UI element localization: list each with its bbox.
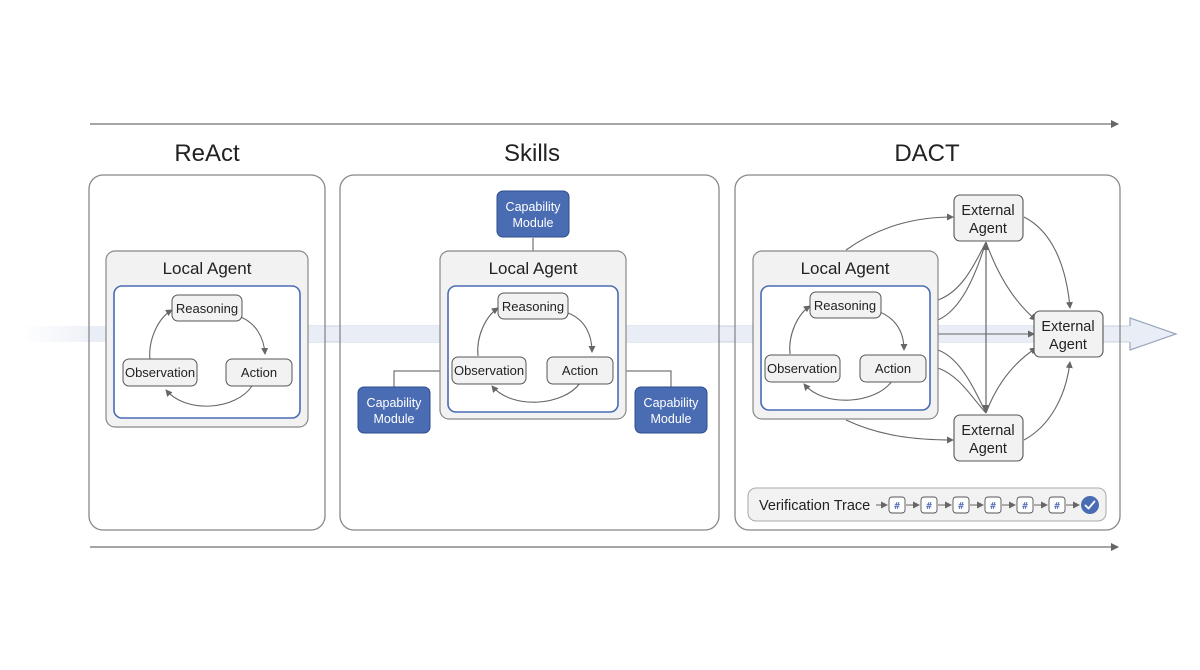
hash-step: # [984, 496, 1002, 514]
reasoning-label: Reasoning [814, 298, 876, 313]
capability-label-line2: Module [513, 216, 554, 230]
hash-step: # [888, 496, 906, 514]
flow-band-fade [20, 326, 110, 342]
local-agent-react: Local Agent Reasoning Observation Action [105, 250, 309, 428]
external-agent-label-line1: External [961, 423, 1014, 439]
external-agent-label-line2: Agent [1049, 337, 1087, 353]
external-agent-label-line1: External [1041, 319, 1094, 335]
capability-label-line1: Capability [367, 396, 423, 410]
loop-arrow [237, 315, 269, 355]
observation-node [764, 354, 841, 383]
observation-label: Observation [125, 365, 195, 380]
reasoning-label: Reasoning [176, 301, 238, 316]
capability-label-line2: Module [374, 412, 415, 426]
observation-node [451, 356, 527, 385]
hash-step-label: # [958, 501, 964, 512]
panel-dact [734, 174, 1121, 531]
loop-arrow [477, 307, 499, 357]
panel-title-dact: DACT [894, 140, 960, 167]
loop-arrow [879, 311, 908, 351]
reasoning-label: Reasoning [502, 299, 564, 314]
connector-line [626, 370, 672, 387]
hash-step-label: # [990, 501, 996, 512]
external-agent-label-line2: Agent [969, 441, 1007, 457]
loop-arrow [803, 380, 893, 401]
local-agent-dact: Local Agent Reasoning Observation Action [752, 250, 939, 420]
capability-module-left: Capability Module [357, 386, 431, 434]
observation-label: Observation [767, 361, 837, 376]
hash-step: # [1016, 496, 1034, 514]
external-agent-label-line2: Agent [969, 221, 1007, 237]
action-node [546, 356, 614, 385]
capability-module-top: Capability Module [496, 190, 570, 238]
external-agent-right: External Agent [1033, 310, 1104, 358]
loop-arrow [491, 382, 581, 403]
local-agent-title: Local Agent [801, 259, 890, 278]
observation-label: Observation [454, 363, 524, 378]
capability-label-line1: Capability [506, 200, 562, 214]
hash-step: # [1048, 496, 1066, 514]
panel-title-react: ReAct [174, 140, 240, 167]
reasoning-node [809, 291, 882, 319]
local-agent-title: Local Agent [489, 259, 578, 278]
panel-skills [339, 174, 720, 531]
check-icon [1081, 496, 1099, 514]
local-agent-title: Local Agent [163, 259, 252, 278]
hash-step-label: # [894, 501, 900, 512]
reasoning-node [171, 294, 243, 322]
external-agent-top: External Agent [953, 194, 1024, 242]
verification-trace: Verification Trace # # # # # # [747, 487, 1107, 522]
action-label: Action [241, 365, 277, 380]
local-agent-skills: Local Agent Reasoning Observation Action [439, 250, 627, 420]
agent-connections [845, 213, 1073, 444]
external-agent-bottom: External Agent [953, 414, 1024, 462]
hash-step: # [920, 496, 938, 514]
capability-label-line1: Capability [644, 396, 700, 410]
panel-react [88, 174, 326, 531]
external-agent-label-line1: External [961, 203, 1014, 219]
reasoning-node [497, 292, 569, 320]
loop-arrow [567, 312, 596, 353]
action-node [225, 358, 293, 387]
hash-step: # [952, 496, 970, 514]
loop-arrow [165, 385, 253, 407]
capability-label-line2: Module [651, 412, 692, 426]
panel-title-skills: Skills [504, 140, 560, 167]
loop-arrow [149, 309, 173, 361]
connector-line [393, 370, 440, 387]
action-label: Action [875, 361, 911, 376]
action-node [859, 354, 927, 383]
action-label: Action [562, 363, 598, 378]
hash-step-label: # [1022, 501, 1028, 512]
verification-trace-label: Verification Trace [759, 498, 870, 514]
capability-module-right: Capability Module [634, 386, 708, 434]
observation-node [122, 358, 198, 387]
hash-step-label: # [926, 501, 932, 512]
hash-step-label: # [1054, 501, 1060, 512]
loop-arrow [789, 305, 811, 355]
